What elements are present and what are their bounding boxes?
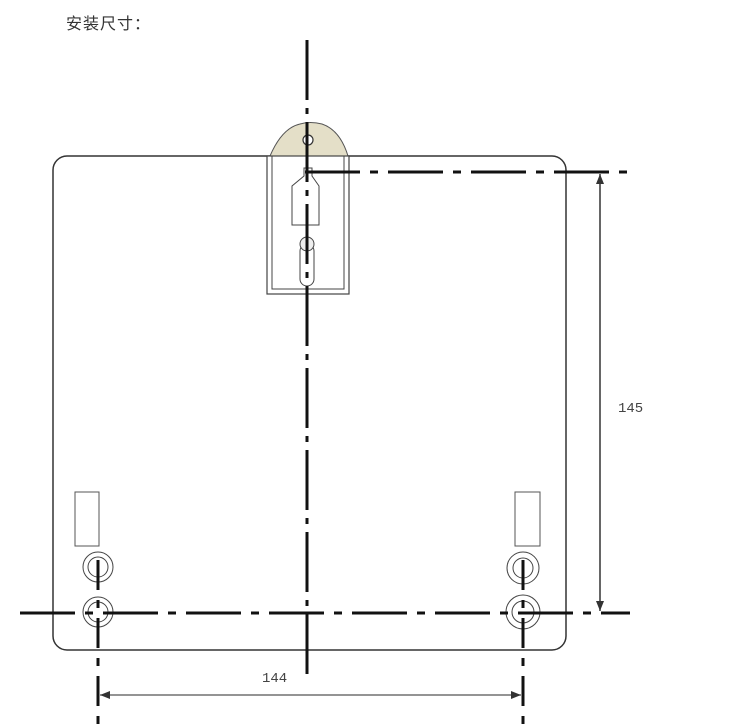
dimension-label-144: 144 (262, 671, 287, 687)
center-lines (20, 40, 630, 725)
horizontal-dimension: 144 (100, 671, 521, 699)
left-mounting-hole (74, 491, 114, 628)
vertical-dimension: 145 (596, 174, 643, 611)
page-title: 安装尺寸： (66, 14, 152, 33)
dimension-label-145: 145 (618, 401, 643, 417)
